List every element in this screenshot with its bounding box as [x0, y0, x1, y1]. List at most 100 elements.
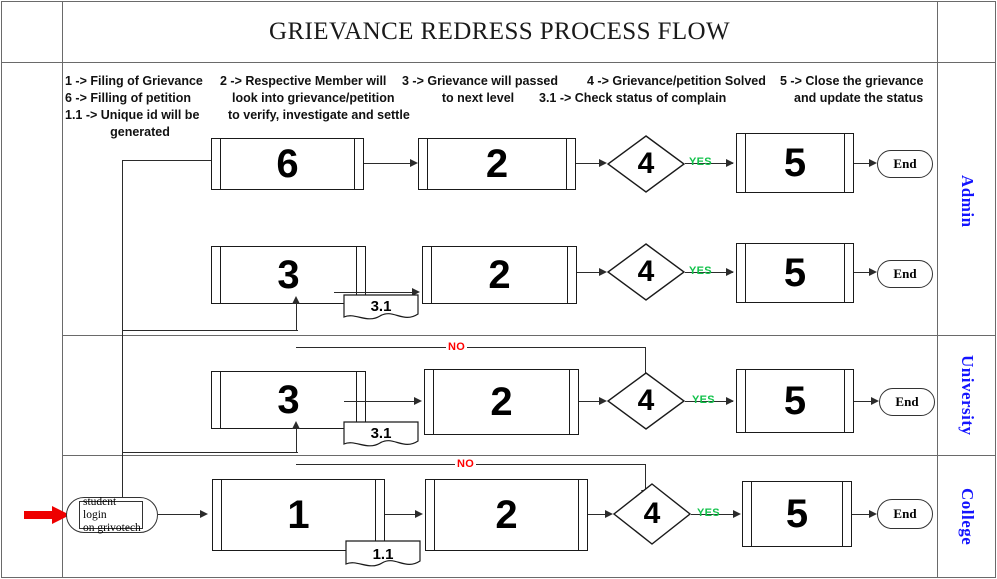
decision-row2[interactable]: 4	[607, 243, 685, 301]
start-node[interactable]: student login on grivotech	[66, 496, 158, 534]
diamond-icon	[607, 135, 685, 193]
row3-arrow-1-2	[414, 397, 422, 405]
row3-conn-4-5	[685, 401, 733, 403]
document-shape-icon	[343, 421, 419, 447]
legend-column-1: 1 -> Filing of Grievance 6 -> Filling of…	[65, 73, 215, 141]
lane-divider-admin-university	[62, 335, 996, 336]
row3-conn-2-4	[579, 401, 601, 403]
row2-conn-2-4	[577, 272, 601, 274]
doc-note-row2-label: 3.1	[370, 297, 392, 315]
decision-row1[interactable]: 4	[607, 135, 685, 193]
university-no-label: NO	[446, 341, 468, 353]
row4-yes-label: YES	[697, 507, 720, 519]
row3-arrow-5-end	[871, 397, 879, 405]
row4-arrow-4-5	[733, 510, 741, 518]
row2-note-feedback-line	[296, 304, 298, 331]
row2-arrow-2-4	[599, 268, 607, 276]
process-box-row1-step4[interactable]: 5	[736, 133, 854, 193]
process-box-row3-step2[interactable]: 2	[424, 369, 579, 435]
legend-line: 1.1 -> Unique id will be	[65, 108, 200, 122]
row2-conn-4-5	[685, 272, 733, 274]
process-box-row3-step4[interactable]: 5	[736, 369, 854, 433]
row3-arrow-4-5	[726, 397, 734, 405]
diamond-icon	[607, 372, 685, 430]
row2-arrow-5-end	[869, 268, 877, 276]
row4-arrow-2-4	[605, 510, 613, 518]
decision-row2-label: 4	[637, 255, 655, 288]
table-row-divider-title	[1, 62, 996, 63]
process-box-row4-step4[interactable]: 5	[742, 481, 852, 547]
row2-note-feedback-arrow	[292, 296, 300, 304]
table-col-divider-left	[62, 1, 63, 578]
row3-note-feedback-arrow	[292, 421, 300, 429]
legend: 1 -> Filing of Grievance 6 -> Filling of…	[62, 70, 945, 139]
process-box-row3-step1[interactable]: 3	[211, 371, 366, 429]
university-no-horizontal	[296, 347, 646, 349]
row2-conn-1-2	[334, 292, 414, 294]
row2-feedback-horizontal	[122, 330, 298, 332]
row4-conn-1-2	[385, 514, 417, 516]
diamond-icon	[613, 483, 691, 545]
document-shape-icon	[345, 540, 421, 567]
decision-row3[interactable]: 4	[607, 372, 685, 430]
decision-row1-label: 4	[637, 147, 655, 180]
decision-row4[interactable]: 4	[613, 483, 691, 545]
start-node-line1: student login	[83, 495, 117, 521]
row4-arrow-1-2	[415, 510, 423, 518]
row4-conn-start-1	[158, 514, 202, 516]
end-terminator-row3[interactable]: End	[879, 388, 935, 416]
return-bus-vertical	[122, 160, 124, 512]
row1-arrow-2-4	[599, 159, 607, 167]
doc-note-row2: 3.1	[343, 294, 419, 322]
row3-conn-5-end	[854, 401, 876, 403]
row3-feedback-horizontal	[122, 452, 298, 454]
row2-arrow-1-2	[412, 288, 420, 296]
row1-return-branch	[122, 160, 212, 162]
legend-line: 3 -> Grievance will passed	[402, 74, 558, 88]
end-terminator-row2[interactable]: End	[877, 260, 933, 288]
row2-yes-label: YES	[689, 265, 712, 277]
row3-conn-1-2	[344, 401, 416, 403]
end-terminator-row1[interactable]: End	[877, 150, 933, 178]
process-box-row2-step4[interactable]: 5	[736, 243, 854, 303]
legend-line: 5 -> Close the grievance	[780, 74, 924, 88]
process-box-row2-step2[interactable]: 2	[422, 246, 577, 304]
legend-column-3: 3 -> Grievance will passed to next level	[402, 73, 572, 107]
process-box-row2-step1[interactable]: 3	[211, 246, 366, 304]
doc-note-row4: 1.1	[345, 540, 421, 570]
row1-yes-label: YES	[689, 156, 712, 168]
legend-line: generated	[110, 125, 170, 139]
legend-line: 4 -> Grievance/petition Solved	[587, 74, 766, 88]
row2-arrow-4-5	[726, 268, 734, 276]
lane-label-university: University	[958, 354, 977, 436]
legend-line: 1 -> Filing of Grievance	[65, 74, 203, 88]
process-box-row1-step2[interactable]: 2	[418, 138, 576, 190]
doc-note-row4-label: 1.1	[372, 545, 394, 563]
row1-arrow-1-2	[410, 159, 418, 167]
start-node-line2: on grivotech	[83, 521, 141, 534]
legend-column-2: 2 -> Respective Member will look into gr…	[220, 73, 410, 124]
decision-row3-label: 4	[637, 384, 655, 417]
row4-arrow-start-1	[200, 510, 208, 518]
doc-note-row3: 3.1	[343, 421, 419, 449]
row1-conn-2-4	[576, 163, 601, 165]
row4-arrow-5-end	[869, 510, 877, 518]
college-no-vertical	[645, 464, 647, 494]
end-terminator-row4[interactable]: End	[877, 499, 933, 529]
row2-conn-5-end	[854, 272, 874, 274]
process-box-row4-step1[interactable]: 1	[212, 479, 385, 551]
page-title: GRIEVANCE REDRESS PROCESS FLOW	[269, 18, 730, 45]
row3-note-feedback-line	[296, 429, 298, 453]
legend-line: 3.1 -> Check status of complain	[539, 91, 727, 105]
start-node-inner: student login on grivotech	[79, 496, 143, 534]
row1-conn-5-end	[854, 163, 874, 165]
diamond-icon	[607, 243, 685, 301]
lane-label-admin: Admin	[958, 174, 977, 228]
process-box-row4-step2[interactable]: 2	[425, 479, 588, 551]
legend-column-5: 5 -> Close the grievance and update the …	[780, 73, 945, 107]
start-red-arrow-icon	[24, 506, 70, 524]
decision-row4-label: 4	[643, 497, 661, 530]
process-box-row1-step1[interactable]: 6	[211, 138, 364, 190]
